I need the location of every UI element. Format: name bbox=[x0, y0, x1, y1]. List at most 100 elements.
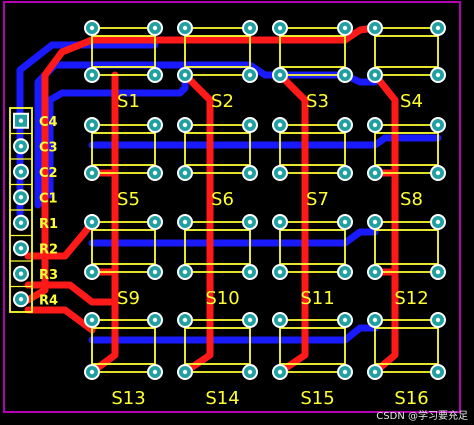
drill-hole bbox=[372, 72, 378, 78]
switch-label: S15 bbox=[300, 388, 334, 409]
drill-hole bbox=[342, 122, 348, 128]
drill-hole bbox=[18, 297, 24, 302]
switch-outline bbox=[374, 35, 439, 68]
trace-row3-bottom bbox=[88, 228, 379, 247]
drill-hole bbox=[372, 269, 378, 275]
switch-s1 bbox=[91, 27, 156, 76]
switch-outline bbox=[91, 229, 156, 265]
drill-hole bbox=[182, 122, 188, 128]
drill-hole bbox=[342, 170, 348, 176]
drill-hole bbox=[342, 317, 348, 323]
trace-r4-top bbox=[24, 306, 96, 334]
drill-hole bbox=[89, 269, 95, 275]
switch-s15 bbox=[279, 319, 346, 373]
drill-hole bbox=[247, 25, 253, 31]
drill-hole bbox=[372, 219, 378, 225]
drill-hole bbox=[18, 246, 24, 251]
switch-label: S12 bbox=[394, 288, 428, 309]
board-outline bbox=[3, 1, 461, 413]
drill-hole bbox=[247, 369, 253, 375]
switch-s9 bbox=[91, 221, 156, 273]
drill-hole bbox=[247, 170, 253, 176]
drill-hole bbox=[435, 170, 441, 176]
switch-outline bbox=[184, 229, 251, 265]
drill-hole bbox=[152, 269, 158, 275]
switch-label: S9 bbox=[117, 288, 140, 309]
switch-label: S16 bbox=[394, 388, 428, 409]
pads bbox=[13, 20, 446, 380]
switch-label: S14 bbox=[205, 388, 239, 409]
switch-outline bbox=[279, 35, 346, 68]
drill-hole bbox=[435, 269, 441, 275]
trace-s2-bottom bbox=[46, 71, 189, 199]
drill-hole bbox=[152, 25, 158, 31]
trace-col1-top bbox=[88, 71, 119, 376]
drill-hole bbox=[435, 122, 441, 128]
trace-r2-top bbox=[24, 218, 96, 260]
drill-hole bbox=[182, 317, 188, 323]
drill-hole bbox=[18, 144, 24, 149]
switch-s14 bbox=[184, 319, 251, 373]
switch-s8 bbox=[374, 124, 439, 174]
trace-row4-bottom bbox=[88, 324, 379, 344]
drill-hole bbox=[277, 317, 283, 323]
drill-hole bbox=[277, 369, 283, 375]
drill-hole bbox=[435, 219, 441, 225]
drill-hole bbox=[372, 25, 378, 31]
switch-outline bbox=[91, 327, 156, 365]
drill-hole bbox=[277, 72, 283, 78]
drill-hole bbox=[152, 170, 158, 176]
switch-s16 bbox=[374, 319, 439, 373]
trace-c4-top bbox=[24, 24, 379, 304]
switch-label: S1 bbox=[117, 91, 140, 112]
switch-s4 bbox=[374, 27, 439, 76]
drill-hole bbox=[89, 122, 95, 128]
drill-hole bbox=[277, 170, 283, 176]
switch-label: S13 bbox=[111, 388, 145, 409]
drill-hole bbox=[89, 72, 95, 78]
drill-hole bbox=[89, 25, 95, 31]
header-pin-label: R4 bbox=[39, 293, 58, 308]
header-pin-label: C1 bbox=[39, 191, 58, 206]
drill-hole bbox=[18, 271, 24, 276]
switch-label: S4 bbox=[400, 91, 423, 112]
switch-label: S7 bbox=[306, 189, 329, 210]
drill-hole bbox=[277, 122, 283, 128]
switch-outline bbox=[279, 327, 346, 365]
watermark: CSDN @学习要充足 bbox=[376, 409, 468, 422]
drill-hole bbox=[89, 170, 95, 176]
drill-hole bbox=[247, 317, 253, 323]
switch-outline bbox=[184, 327, 251, 365]
drill-hole bbox=[435, 25, 441, 31]
switch-outline bbox=[374, 132, 439, 166]
switch-outline bbox=[374, 229, 439, 265]
header-pin-label: R3 bbox=[39, 268, 58, 283]
drill-hole bbox=[18, 195, 24, 200]
header-pin-label: R1 bbox=[39, 217, 58, 232]
header-pin-label: C2 bbox=[39, 166, 58, 181]
drill-hole bbox=[342, 72, 348, 78]
drill-hole bbox=[18, 169, 24, 174]
trace-row2-bottom bbox=[88, 134, 442, 149]
drill-hole bbox=[372, 122, 378, 128]
header-pin-label: R2 bbox=[39, 242, 58, 257]
switch-outline bbox=[279, 132, 346, 166]
switch-label: S6 bbox=[211, 189, 234, 210]
switch-outline bbox=[184, 35, 251, 68]
drill-hole bbox=[372, 170, 378, 176]
drill-hole bbox=[182, 269, 188, 275]
drill-hole bbox=[182, 170, 188, 176]
drill-hole bbox=[342, 219, 348, 225]
drill-hole bbox=[435, 317, 441, 323]
switch-s12 bbox=[374, 221, 439, 273]
drill-hole bbox=[247, 122, 253, 128]
switch-label: S5 bbox=[117, 189, 140, 210]
switch-s5 bbox=[91, 124, 156, 174]
drill-hole bbox=[182, 219, 188, 225]
drill-hole bbox=[89, 219, 95, 225]
header-pin-label: C4 bbox=[39, 115, 58, 130]
drill-hole bbox=[152, 72, 158, 78]
trace-row1b-bottom bbox=[34, 61, 379, 209]
